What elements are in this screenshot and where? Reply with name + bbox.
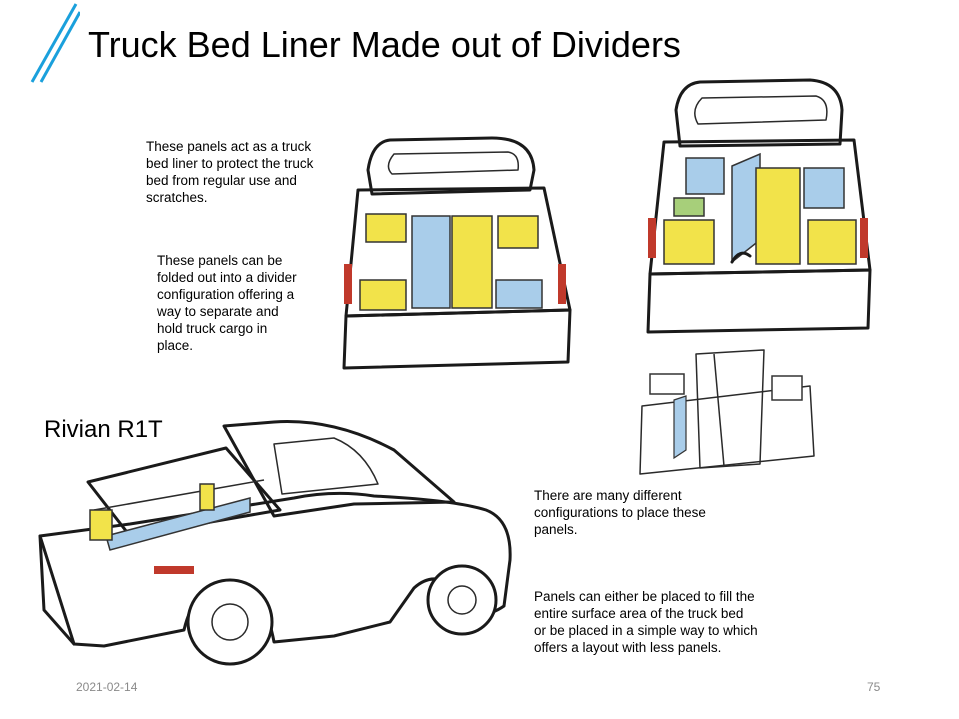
wheel	[186, 578, 274, 666]
bed-panel	[199, 483, 215, 511]
bed-panel	[365, 213, 407, 243]
note-divider-config: These panels can be folded out into a di…	[157, 253, 297, 353]
footer-date: 2021-02-14	[76, 680, 138, 694]
bed-panel	[495, 279, 543, 309]
raised-divider	[673, 395, 687, 460]
divider-detail-sketch	[639, 349, 815, 475]
note-bed-liner: These panels act as a truck bed liner to…	[146, 139, 314, 205]
note-configurations: There are many different configurations …	[534, 488, 706, 537]
bed-panel	[803, 167, 845, 209]
wheel	[426, 564, 498, 636]
taillight	[558, 264, 566, 304]
taillight	[648, 218, 656, 258]
bed-panel	[755, 167, 801, 265]
taillight	[344, 264, 352, 304]
bed-panel	[663, 219, 715, 265]
slide-title: Truck Bed Liner Made out of Dividers	[88, 24, 681, 65]
bed-panel	[673, 197, 705, 217]
bed-panel	[359, 279, 407, 311]
bed-panel	[451, 215, 493, 309]
bed-panel	[807, 219, 857, 265]
accent-slash-lines-icon	[30, 3, 80, 83]
bed-panel	[411, 215, 451, 309]
model-label: Rivian R1T	[44, 416, 163, 443]
bed-panel	[685, 157, 725, 195]
bed-panel	[771, 375, 803, 401]
taillight	[860, 218, 868, 258]
footer-page-number: 75	[867, 680, 881, 694]
truck-bed-dividers-sketch	[646, 78, 872, 334]
taillight	[154, 566, 194, 574]
truck-bed-flat-sketch	[342, 136, 572, 370]
rivian-r1t-sketch	[38, 420, 512, 666]
note-fill-surface: Panels can either be placed to fill the …	[534, 589, 758, 655]
bed-panel	[649, 373, 685, 395]
bed-panel	[497, 215, 539, 249]
bed-panel	[89, 509, 113, 541]
